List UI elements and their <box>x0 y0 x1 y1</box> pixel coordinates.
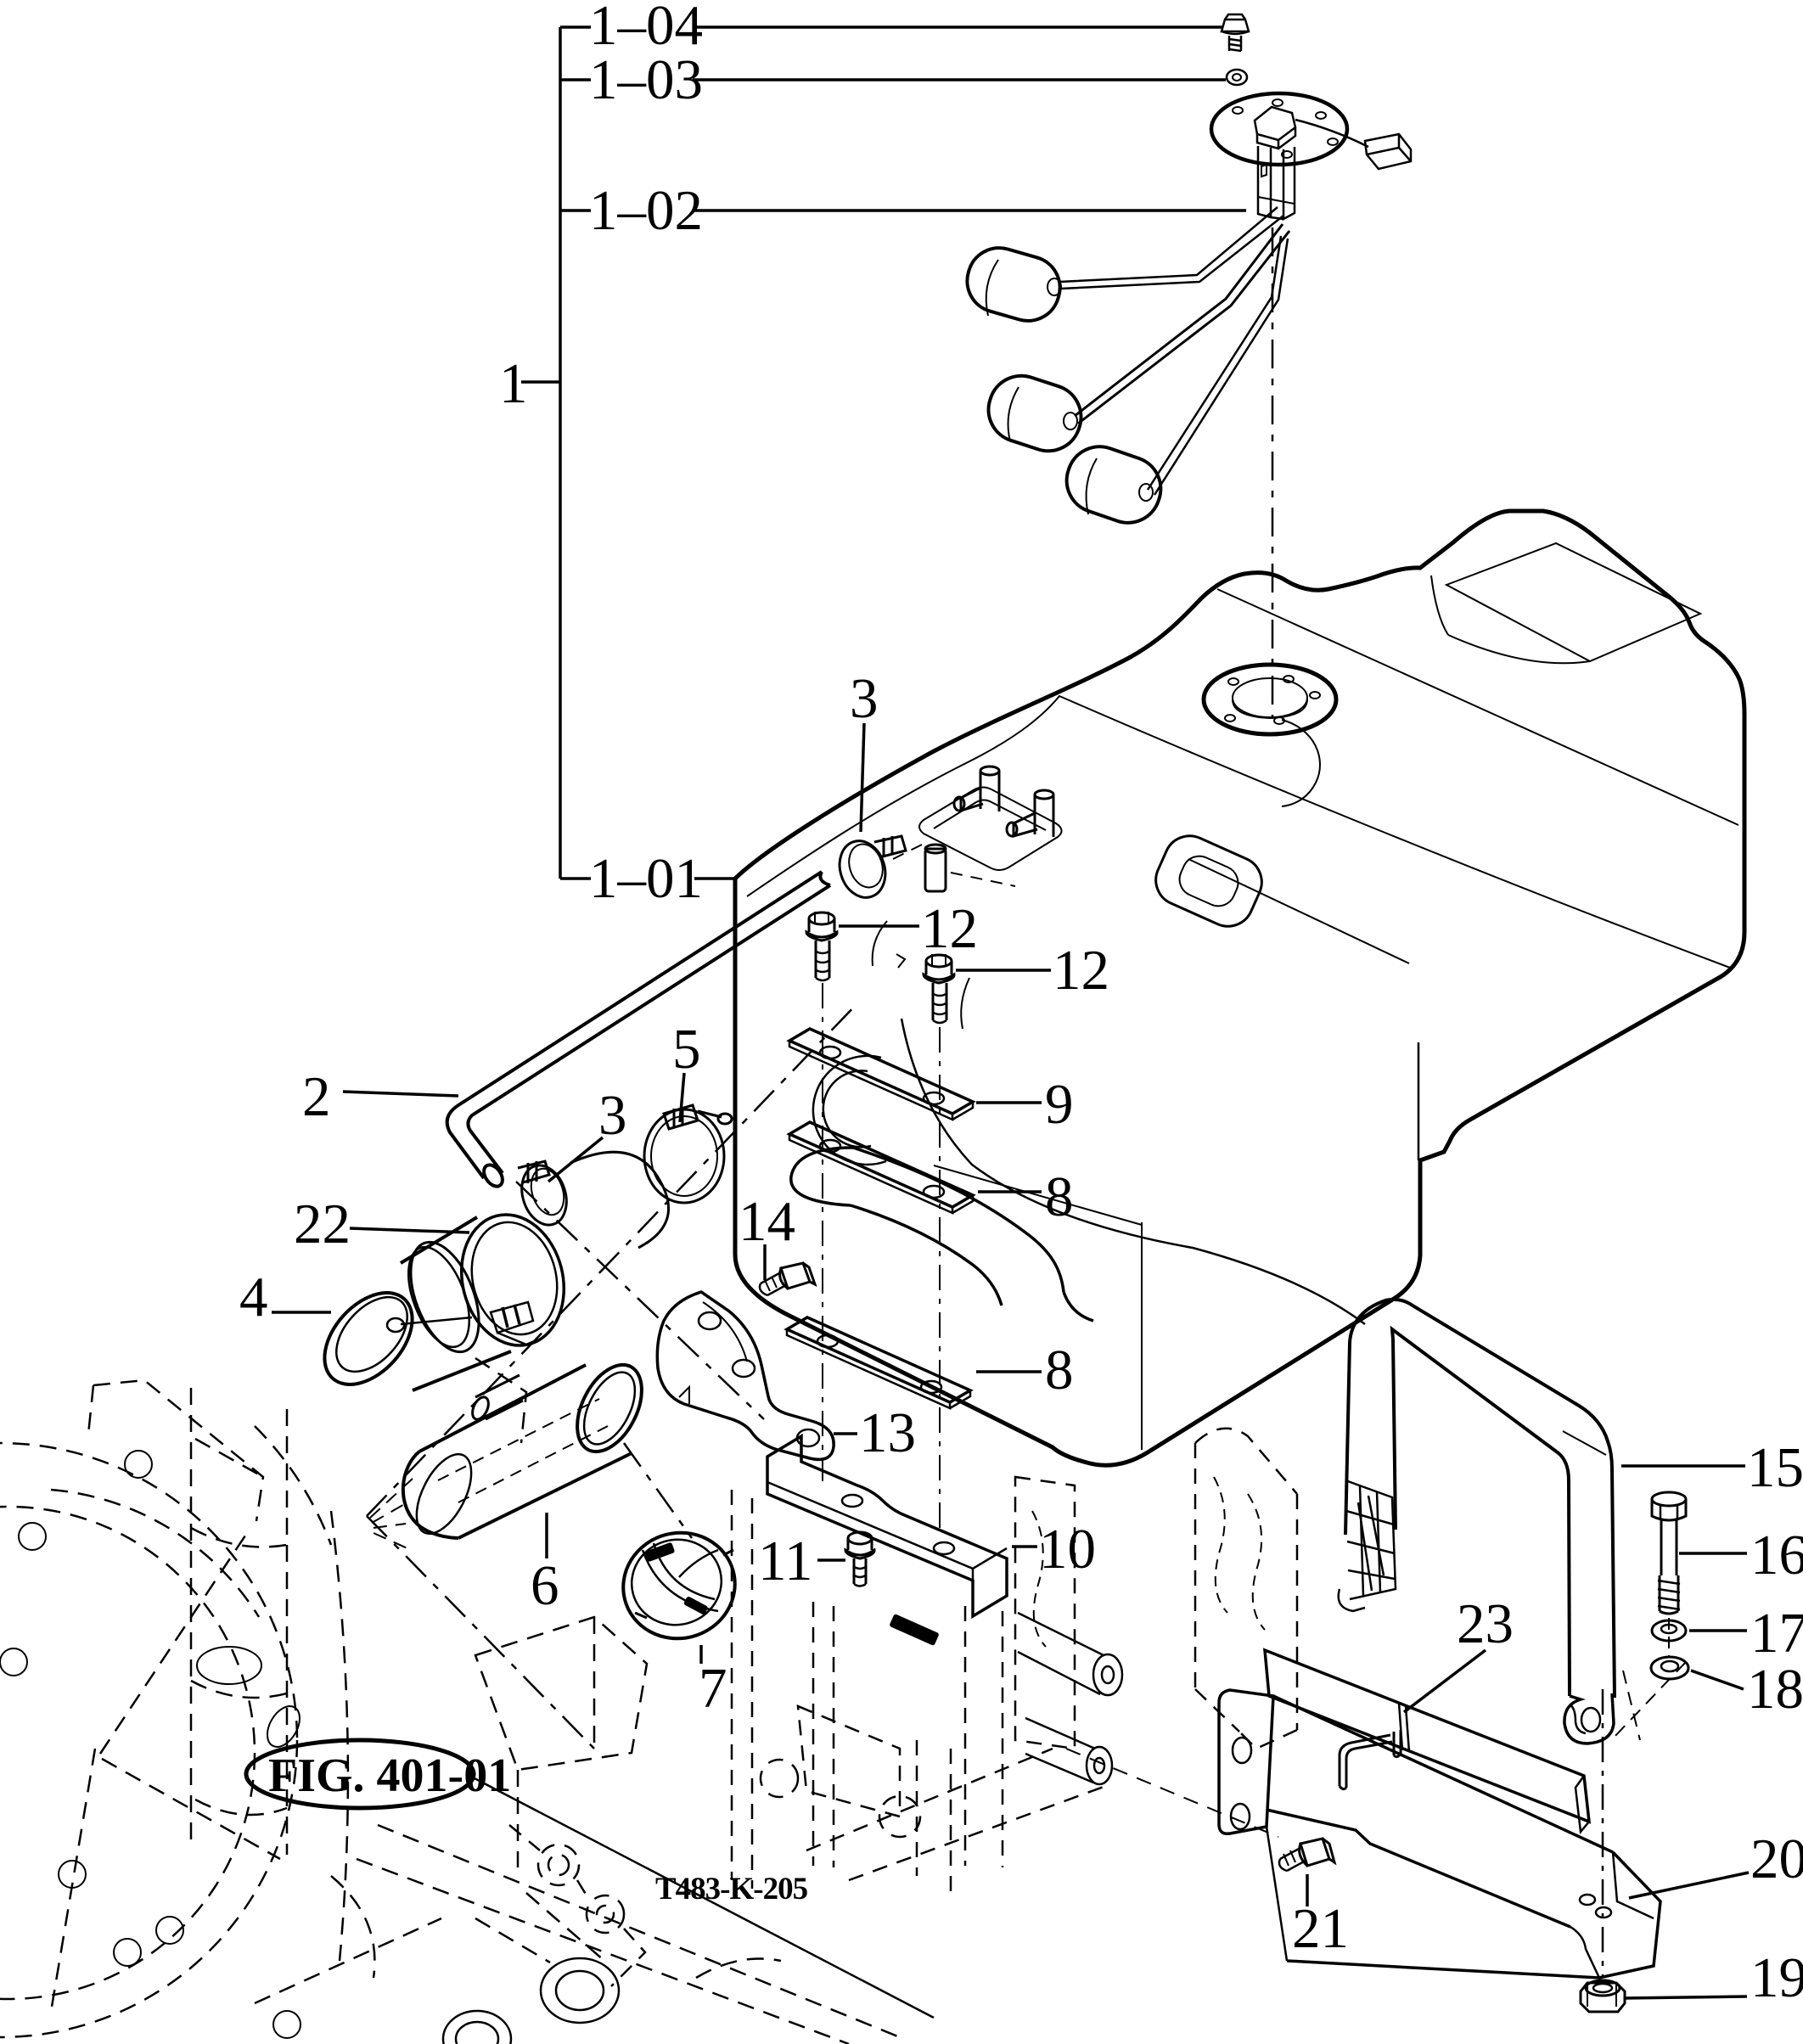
svg-text:3: 3 <box>850 667 879 730</box>
svg-text:1: 1 <box>499 352 528 415</box>
svg-text:8: 8 <box>1045 1339 1074 1401</box>
svg-text:1–04: 1–04 <box>589 0 703 57</box>
svg-text:1–03: 1–03 <box>589 48 703 111</box>
svg-text:12: 12 <box>921 897 978 960</box>
svg-text:5: 5 <box>672 1018 701 1081</box>
svg-text:15: 15 <box>1747 1436 1803 1499</box>
svg-text:13: 13 <box>859 1401 916 1464</box>
svg-text:7: 7 <box>699 1657 727 1720</box>
svg-text:23: 23 <box>1457 1592 1514 1655</box>
svg-text:6: 6 <box>531 1554 559 1617</box>
svg-text:4: 4 <box>239 1266 268 1328</box>
svg-text:22: 22 <box>294 1193 351 1255</box>
svg-text:12: 12 <box>1053 939 1109 1002</box>
svg-text:8: 8 <box>1045 1165 1074 1228</box>
svg-text:14: 14 <box>739 1190 795 1253</box>
svg-text:2: 2 <box>302 1065 331 1128</box>
svg-text:18: 18 <box>1747 1658 1803 1721</box>
svg-text:11: 11 <box>758 1530 813 1592</box>
svg-text:1–01: 1–01 <box>589 847 703 910</box>
svg-text:10: 10 <box>1039 1518 1096 1581</box>
svg-text:17: 17 <box>1750 1602 1803 1665</box>
svg-text:3: 3 <box>598 1084 627 1147</box>
svg-text:20: 20 <box>1750 1828 1803 1890</box>
svg-text:1–02: 1–02 <box>589 179 703 242</box>
svg-text:16: 16 <box>1750 1524 1803 1586</box>
svg-text:19: 19 <box>1750 1946 1803 2009</box>
svg-text:9: 9 <box>1045 1073 1074 1136</box>
svg-text:FIG. 401-01: FIG. 401-01 <box>268 1749 511 1802</box>
svg-text:21: 21 <box>1292 1897 1349 1960</box>
